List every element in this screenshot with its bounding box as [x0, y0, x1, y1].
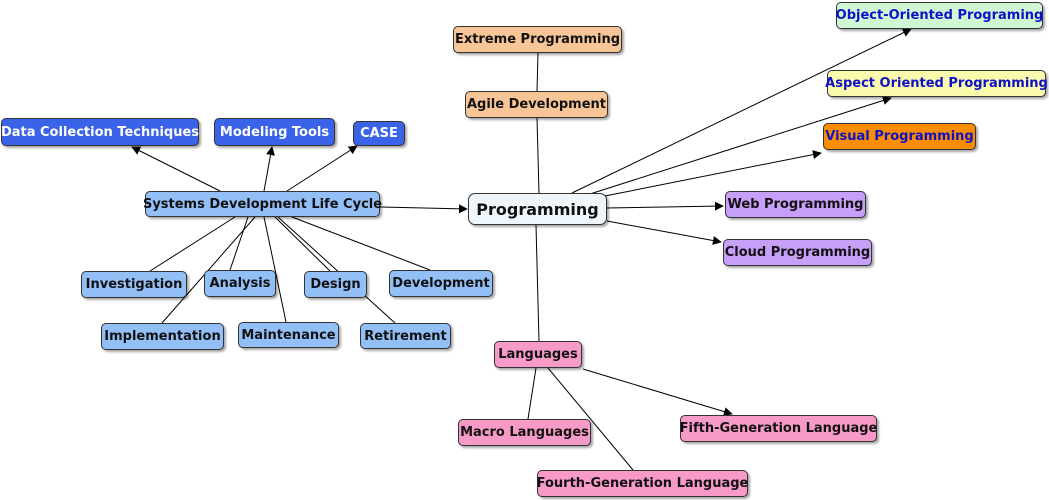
line-agile-to-programming — [536, 117, 540, 194]
node-case[interactable]: CASE — [353, 121, 405, 146]
node-object-oriented-programing[interactable]: Object-Oriented Programing — [836, 2, 1043, 29]
arrow-languages-to-fifth-generation — [582, 368, 733, 416]
node-investigation[interactable]: Investigation — [81, 271, 187, 298]
node-languages[interactable]: Languages — [494, 341, 582, 368]
arrow-sdlc-to-case — [286, 145, 358, 192]
node-design[interactable]: Design — [304, 271, 367, 298]
line-languages-to-fourth-generation — [547, 367, 634, 471]
arrow-programming-to-web — [606, 201, 724, 211]
line-sdlc-to-design — [274, 216, 331, 272]
line-languages-to-macro — [527, 367, 537, 420]
node-modeling-tools[interactable]: Modeling Tools — [214, 118, 335, 146]
line-sdlc-to-retirement — [277, 216, 396, 324]
node-maintenance[interactable]: Maintenance — [238, 322, 339, 348]
arrow-programming-to-visual — [604, 150, 822, 197]
node-aspect-oriented-programming[interactable]: Aspect Oriented Programming — [825, 70, 1048, 97]
line-sdlc-to-development — [291, 216, 431, 271]
arrow-programming-to-cloud — [606, 220, 722, 245]
node-extreme-programming[interactable]: Extreme Programming — [453, 26, 622, 53]
node-visual-programming[interactable]: Visual Programming — [823, 123, 976, 150]
arrow-programming-to-aspect-oriented — [589, 96, 892, 195]
node-analysis[interactable]: Analysis — [204, 270, 276, 297]
node-implementation[interactable]: Implementation — [101, 323, 224, 350]
line-sdlc-to-investigation — [149, 216, 236, 272]
line-sdlc-to-maintenance — [263, 216, 287, 323]
node-macro-languages[interactable]: Macro Languages — [458, 419, 591, 446]
arrow-sdlc-to-modeling-tools — [263, 146, 275, 192]
arrow-sdlc-to-data-collection — [131, 146, 221, 192]
node-systems-development-life-cycle[interactable]: Systems Development Life Cycle — [143, 191, 382, 217]
line-extreme-to-agile — [536, 52, 539, 92]
node-programming[interactable]: Programming — [468, 193, 607, 225]
node-fourth-generation-language[interactable]: Fourth-Generation Language — [537, 470, 748, 497]
node-web-programming[interactable]: Web Programming — [725, 191, 866, 218]
node-agile-development[interactable]: Agile Development — [465, 91, 608, 118]
node-fifth-generation-language[interactable]: Fifth-Generation Language — [680, 415, 877, 442]
node-data-collection-techniques[interactable]: Data Collection Techniques — [1, 118, 199, 146]
node-retirement[interactable]: Retirement — [360, 323, 451, 349]
line-programming-to-languages — [535, 224, 540, 342]
arrow-programming-to-object-oriented — [571, 28, 912, 194]
node-cloud-programming[interactable]: Cloud Programming — [723, 239, 872, 266]
arrow-sdlc-to-programming — [379, 204, 468, 214]
line-sdlc-to-analysis — [229, 216, 249, 271]
node-development[interactable]: Development — [389, 270, 493, 297]
